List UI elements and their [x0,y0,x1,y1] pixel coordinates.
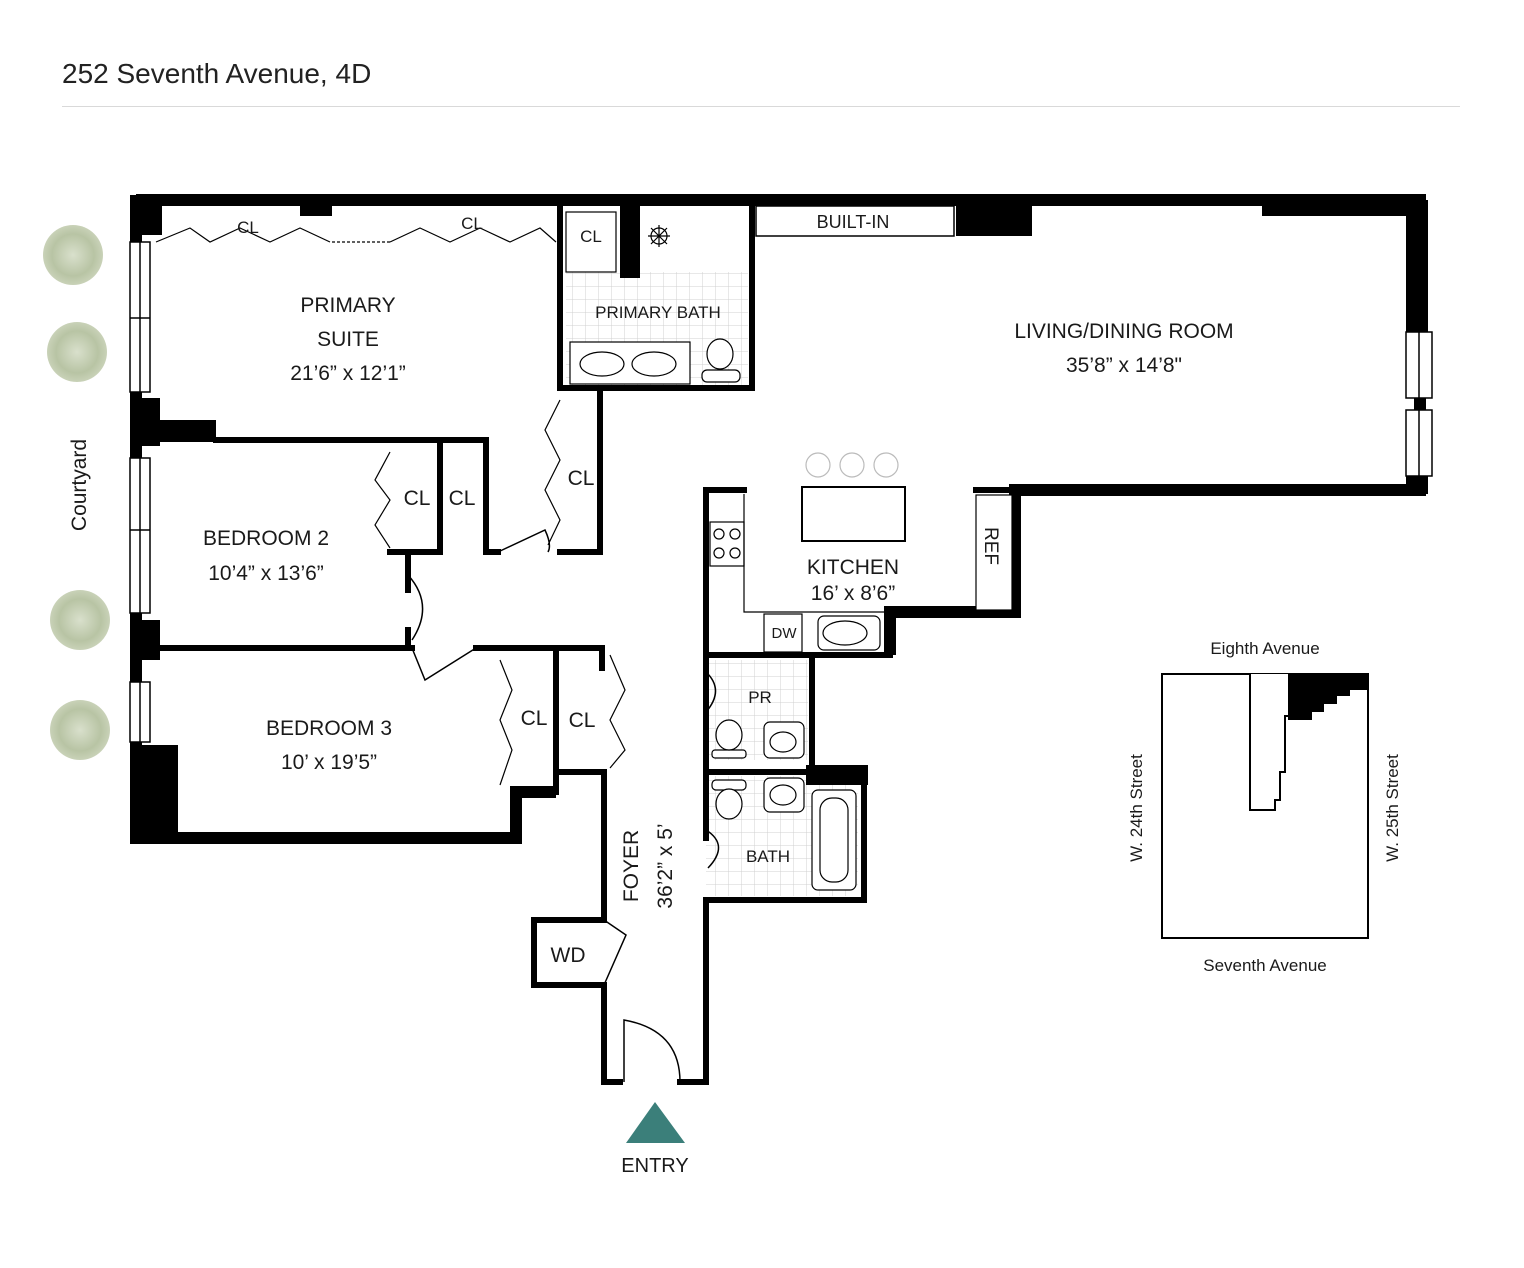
living-size: 35’8” x 14’8" [1066,354,1182,377]
tree-icon [47,322,107,382]
wall-piers [130,195,1428,843]
courtyard-trees [43,225,110,760]
kitchen-fixtures [709,452,1013,653]
primary-bath-name: PRIMARY BATH [595,303,721,322]
closet-label: CL [521,707,548,730]
site-map-east-label: W. 25th Street [1383,754,1402,862]
bedroom3-size: 10’ x 19’5” [281,751,377,774]
powder-room-name: PR [748,688,772,707]
bedroom2-name: BEDROOM 2 [203,527,329,550]
closet-label: CL [237,218,259,237]
primary-suite-name-1: PRIMARY [300,294,395,317]
tree-icon [50,700,110,760]
primary-suite-name-2: SUITE [317,328,379,351]
closet-label: CL [449,487,476,510]
closet-doors [155,211,626,786]
closet-label: CL [404,487,431,510]
site-map-north-label: Eighth Avenue [1210,639,1319,658]
closet-label: CL [569,709,596,732]
bedroom3-name: BEDROOM 3 [266,717,392,740]
site-map [1161,673,1369,939]
kitchen-name: KITCHEN [807,556,899,579]
header-divider [62,106,1460,107]
tree-icon [43,225,103,285]
built-in-label: BUILT-IN [817,212,890,232]
bedroom2-size: 10’4” x 13’6” [208,562,324,585]
bath-name: BATH [746,847,790,866]
refrigerator-label: REF [980,527,1001,565]
fixture-labels: CL CL CL CL CL CL CL CL REF DW WD [237,214,1001,967]
site-map-west-label: W. 24th Street [1127,754,1146,862]
room-labels: PRIMARY SUITE 21’6” x 12’1” PRIMARY BATH… [203,294,1234,909]
courtyard-label: Courtyard [68,439,91,531]
door-swings [407,444,720,1083]
closet-label: CL [568,467,595,490]
primary-bath-fixtures [569,225,741,385]
interior-walls [153,203,1018,1085]
built-in-cabinet [755,205,955,237]
washer-dryer-label: WD [551,944,586,967]
page-title: 252 Seventh Avenue, 4D [62,58,372,89]
foyer-name: FOYER [620,830,643,902]
primary-suite-size: 21’6” x 12’1” [290,362,406,385]
windows [129,241,1433,743]
bath-fixtures [711,719,857,891]
closet-label: CL [461,214,483,233]
site-map-south-label: Seventh Avenue [1203,956,1327,975]
kitchen-size: 16’ x 8’6” [811,582,895,605]
foyer-size: 36’2” x 5’ [654,823,677,908]
living-name: LIVING/DINING ROOM [1014,320,1233,343]
entry-arrow-icon [626,1102,685,1143]
dishwasher-label: DW [772,625,798,642]
closet-label: CL [580,227,602,246]
tree-icon [50,590,110,650]
entry-label: ENTRY [621,1155,688,1177]
